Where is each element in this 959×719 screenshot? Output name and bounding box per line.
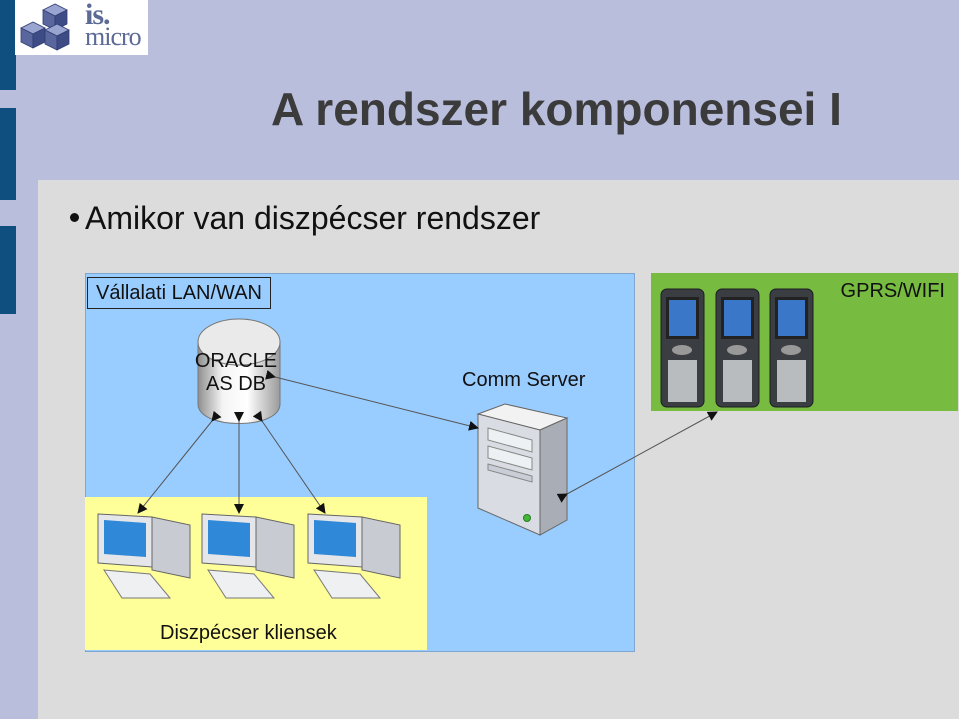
logo-text-micro: micro xyxy=(85,22,142,51)
server-label: Comm Server xyxy=(462,369,586,391)
side-bar-middle xyxy=(0,108,16,200)
desktop-computer-icon xyxy=(97,513,191,599)
bullet-dot-icon xyxy=(70,213,79,223)
bullet-item: Amikor van diszpécser rendszer xyxy=(70,200,540,237)
desktop-computer-icon xyxy=(307,513,401,599)
bullet-text: Amikor van diszpécser rendszer xyxy=(85,200,541,236)
gprs-label: GPRS/WIFI xyxy=(840,280,945,302)
lan-label: Vállalati LAN/WAN xyxy=(87,277,271,309)
slide-title: A rendszer komponensei I xyxy=(271,83,842,135)
cube-logo-icon xyxy=(20,3,70,51)
database-label-line2: AS DB xyxy=(205,373,267,395)
arrow-db-server xyxy=(265,369,479,431)
side-bar-top xyxy=(0,0,16,90)
handheld-terminal-icon xyxy=(769,288,814,408)
database-label: ORACLE AS DB xyxy=(186,350,286,396)
desktop-computer-icon xyxy=(201,513,295,599)
logo-text-is: is. xyxy=(85,0,110,31)
arrow-db-client3 xyxy=(252,410,326,514)
database-label-line1: ORACLE xyxy=(194,350,278,372)
side-bar-bottom xyxy=(0,226,16,314)
handheld-terminal-icon xyxy=(660,288,705,408)
arrow-db-client1 xyxy=(137,410,222,514)
handheld-terminal-icon xyxy=(715,288,760,408)
ismicro-logo: is. micro xyxy=(15,0,148,55)
arrow-server-gprs xyxy=(556,411,718,503)
clients-label: Diszpécser kliensek xyxy=(160,622,337,644)
